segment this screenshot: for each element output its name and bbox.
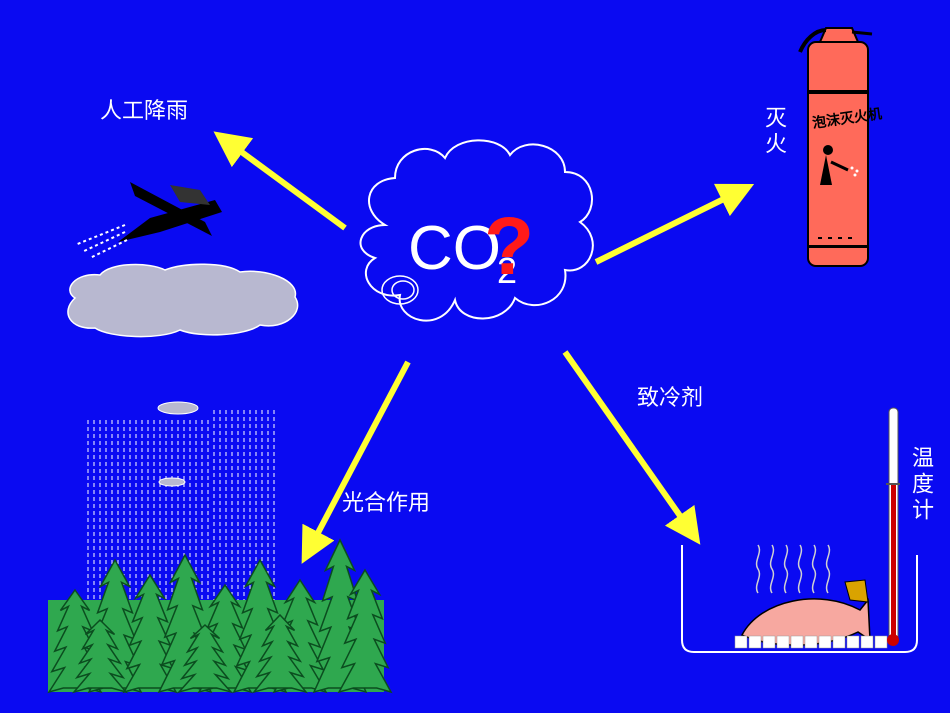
label-photosynthesis: 光合作用: [342, 491, 431, 516]
label-thermometer: 温度计: [908, 446, 933, 524]
co2-formula: CO2: [408, 218, 517, 289]
arrow-to-photosynthesis: [301, 360, 411, 564]
small-cloud: [157, 401, 199, 415]
rain-cloud: [67, 263, 299, 338]
label-refrigerant: 致冷剂: [637, 386, 704, 411]
thermometer-icon: [886, 407, 900, 646]
fire-extinguisher-icon: [798, 27, 873, 267]
arrow-to-artificial-rain: [213, 131, 347, 231]
co2-main: CO: [408, 214, 501, 283]
question-mark: ?: [484, 201, 535, 292]
forest-icon: [47, 538, 393, 694]
cooling-dish: [681, 544, 918, 653]
arrow-to-refrigerant: [562, 350, 701, 545]
small-cloud: [158, 477, 186, 487]
label-artificial-rain: 人工降雨: [100, 99, 189, 124]
arrow-to-fire-fighting: [594, 183, 755, 265]
co2-subscript: 2: [497, 250, 518, 291]
co2-cloud: [359, 139, 594, 322]
label-fire-fighting: 灭火: [761, 106, 786, 158]
airplane-icon: [74, 182, 222, 259]
